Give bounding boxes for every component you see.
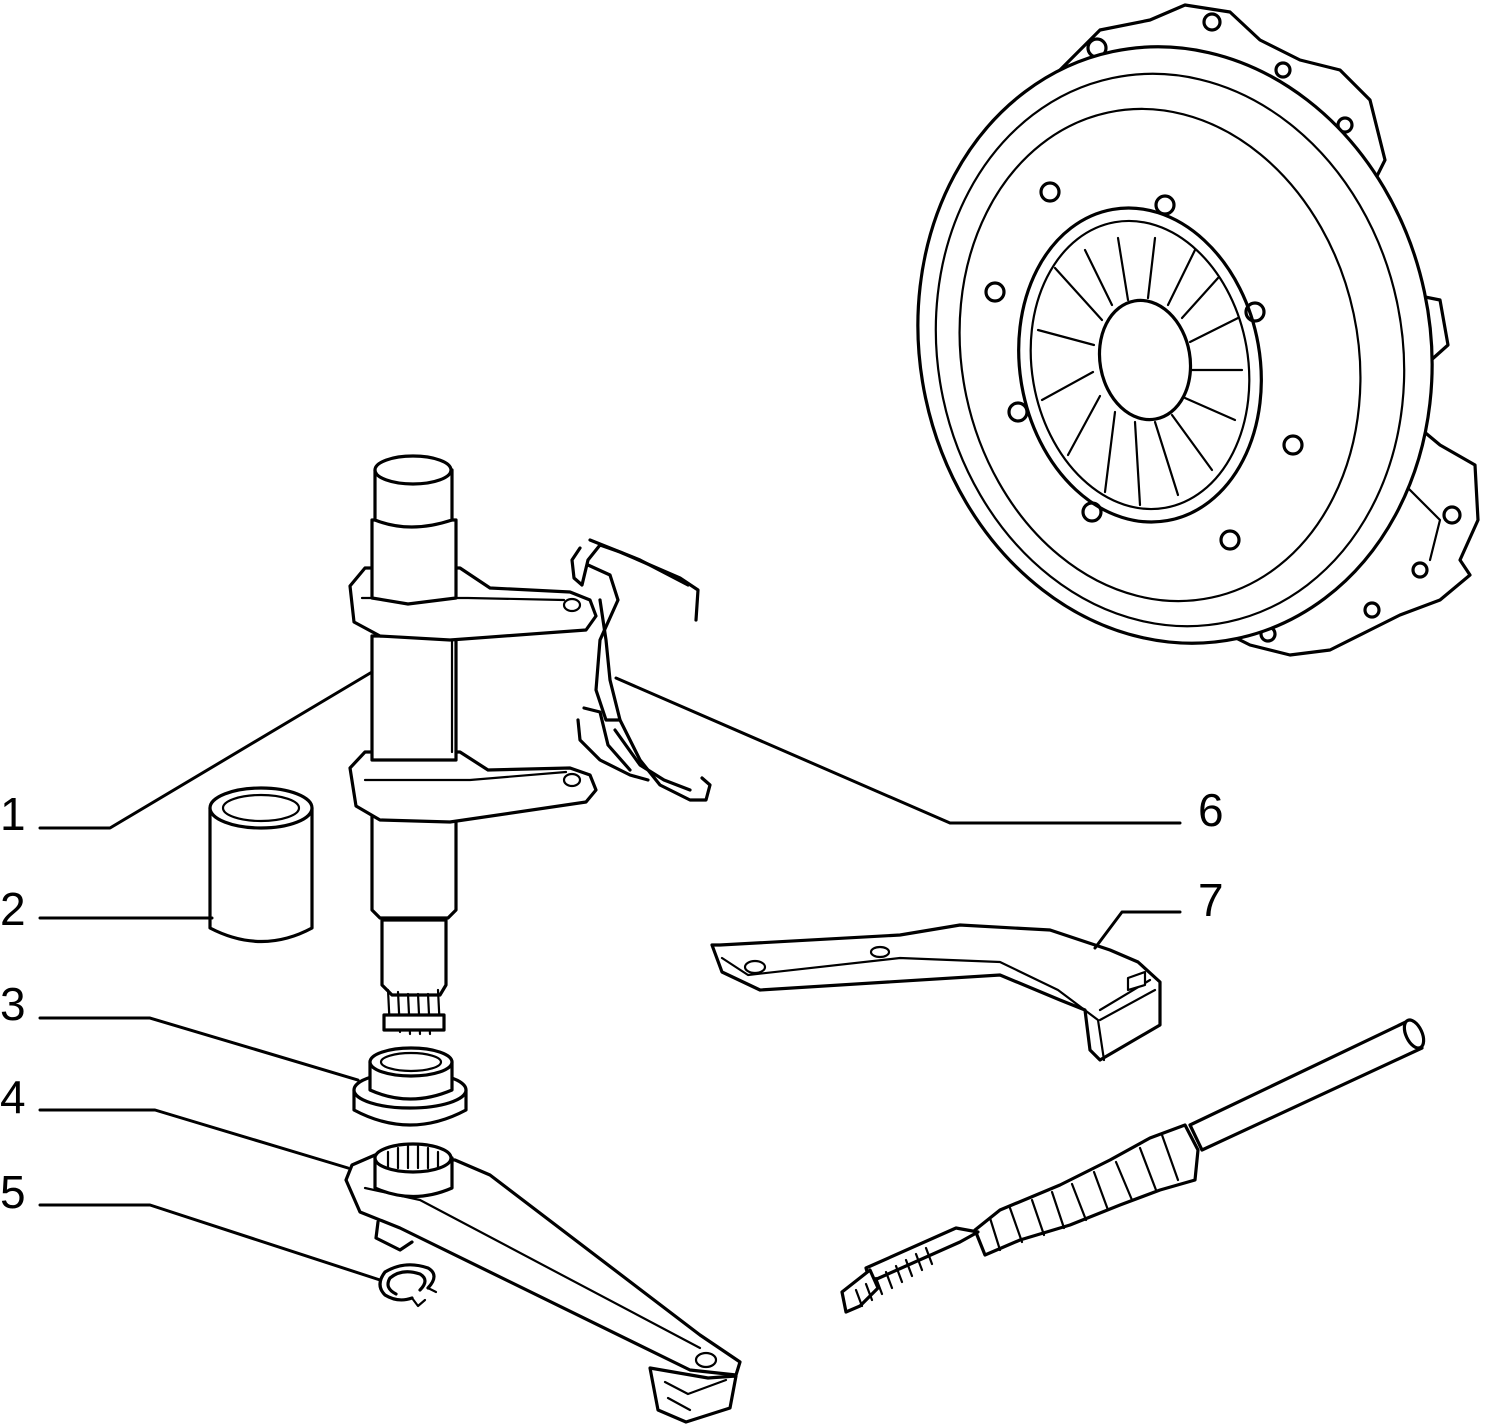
leader-line-6 xyxy=(614,676,1182,825)
callout-5: 5 xyxy=(0,1166,26,1218)
leader-line-5 xyxy=(38,1203,382,1282)
leader-lines xyxy=(38,670,1182,1282)
callout-4: 4 xyxy=(0,1071,26,1123)
leader-line-7 xyxy=(1093,910,1182,950)
callout-3: 3 xyxy=(0,978,26,1030)
callout-6: 6 xyxy=(1198,784,1224,836)
callout-labels: 1 2 3 4 5 6 7 xyxy=(0,784,1224,1218)
clutch-cable-icon xyxy=(840,1018,1426,1314)
callout-7: 7 xyxy=(1198,874,1224,926)
bushing-icon xyxy=(208,786,314,943)
cable-bracket-icon xyxy=(710,923,1162,1062)
bushing-collar-icon xyxy=(352,1046,468,1127)
clutch-pressure-plate-icon xyxy=(916,3,1480,657)
wire-spring-clip-icon xyxy=(570,538,712,802)
release-fork-shaft-icon xyxy=(348,454,598,1036)
release-lever-icon xyxy=(344,1142,742,1424)
callout-2: 2 xyxy=(0,883,26,935)
leader-line-4 xyxy=(38,1108,350,1170)
callout-1: 1 xyxy=(0,788,26,840)
leader-line-3 xyxy=(38,1016,360,1082)
leader-line-1 xyxy=(38,670,374,830)
diaphragm-fingers xyxy=(1036,236,1244,507)
circlip-icon xyxy=(378,1263,438,1308)
